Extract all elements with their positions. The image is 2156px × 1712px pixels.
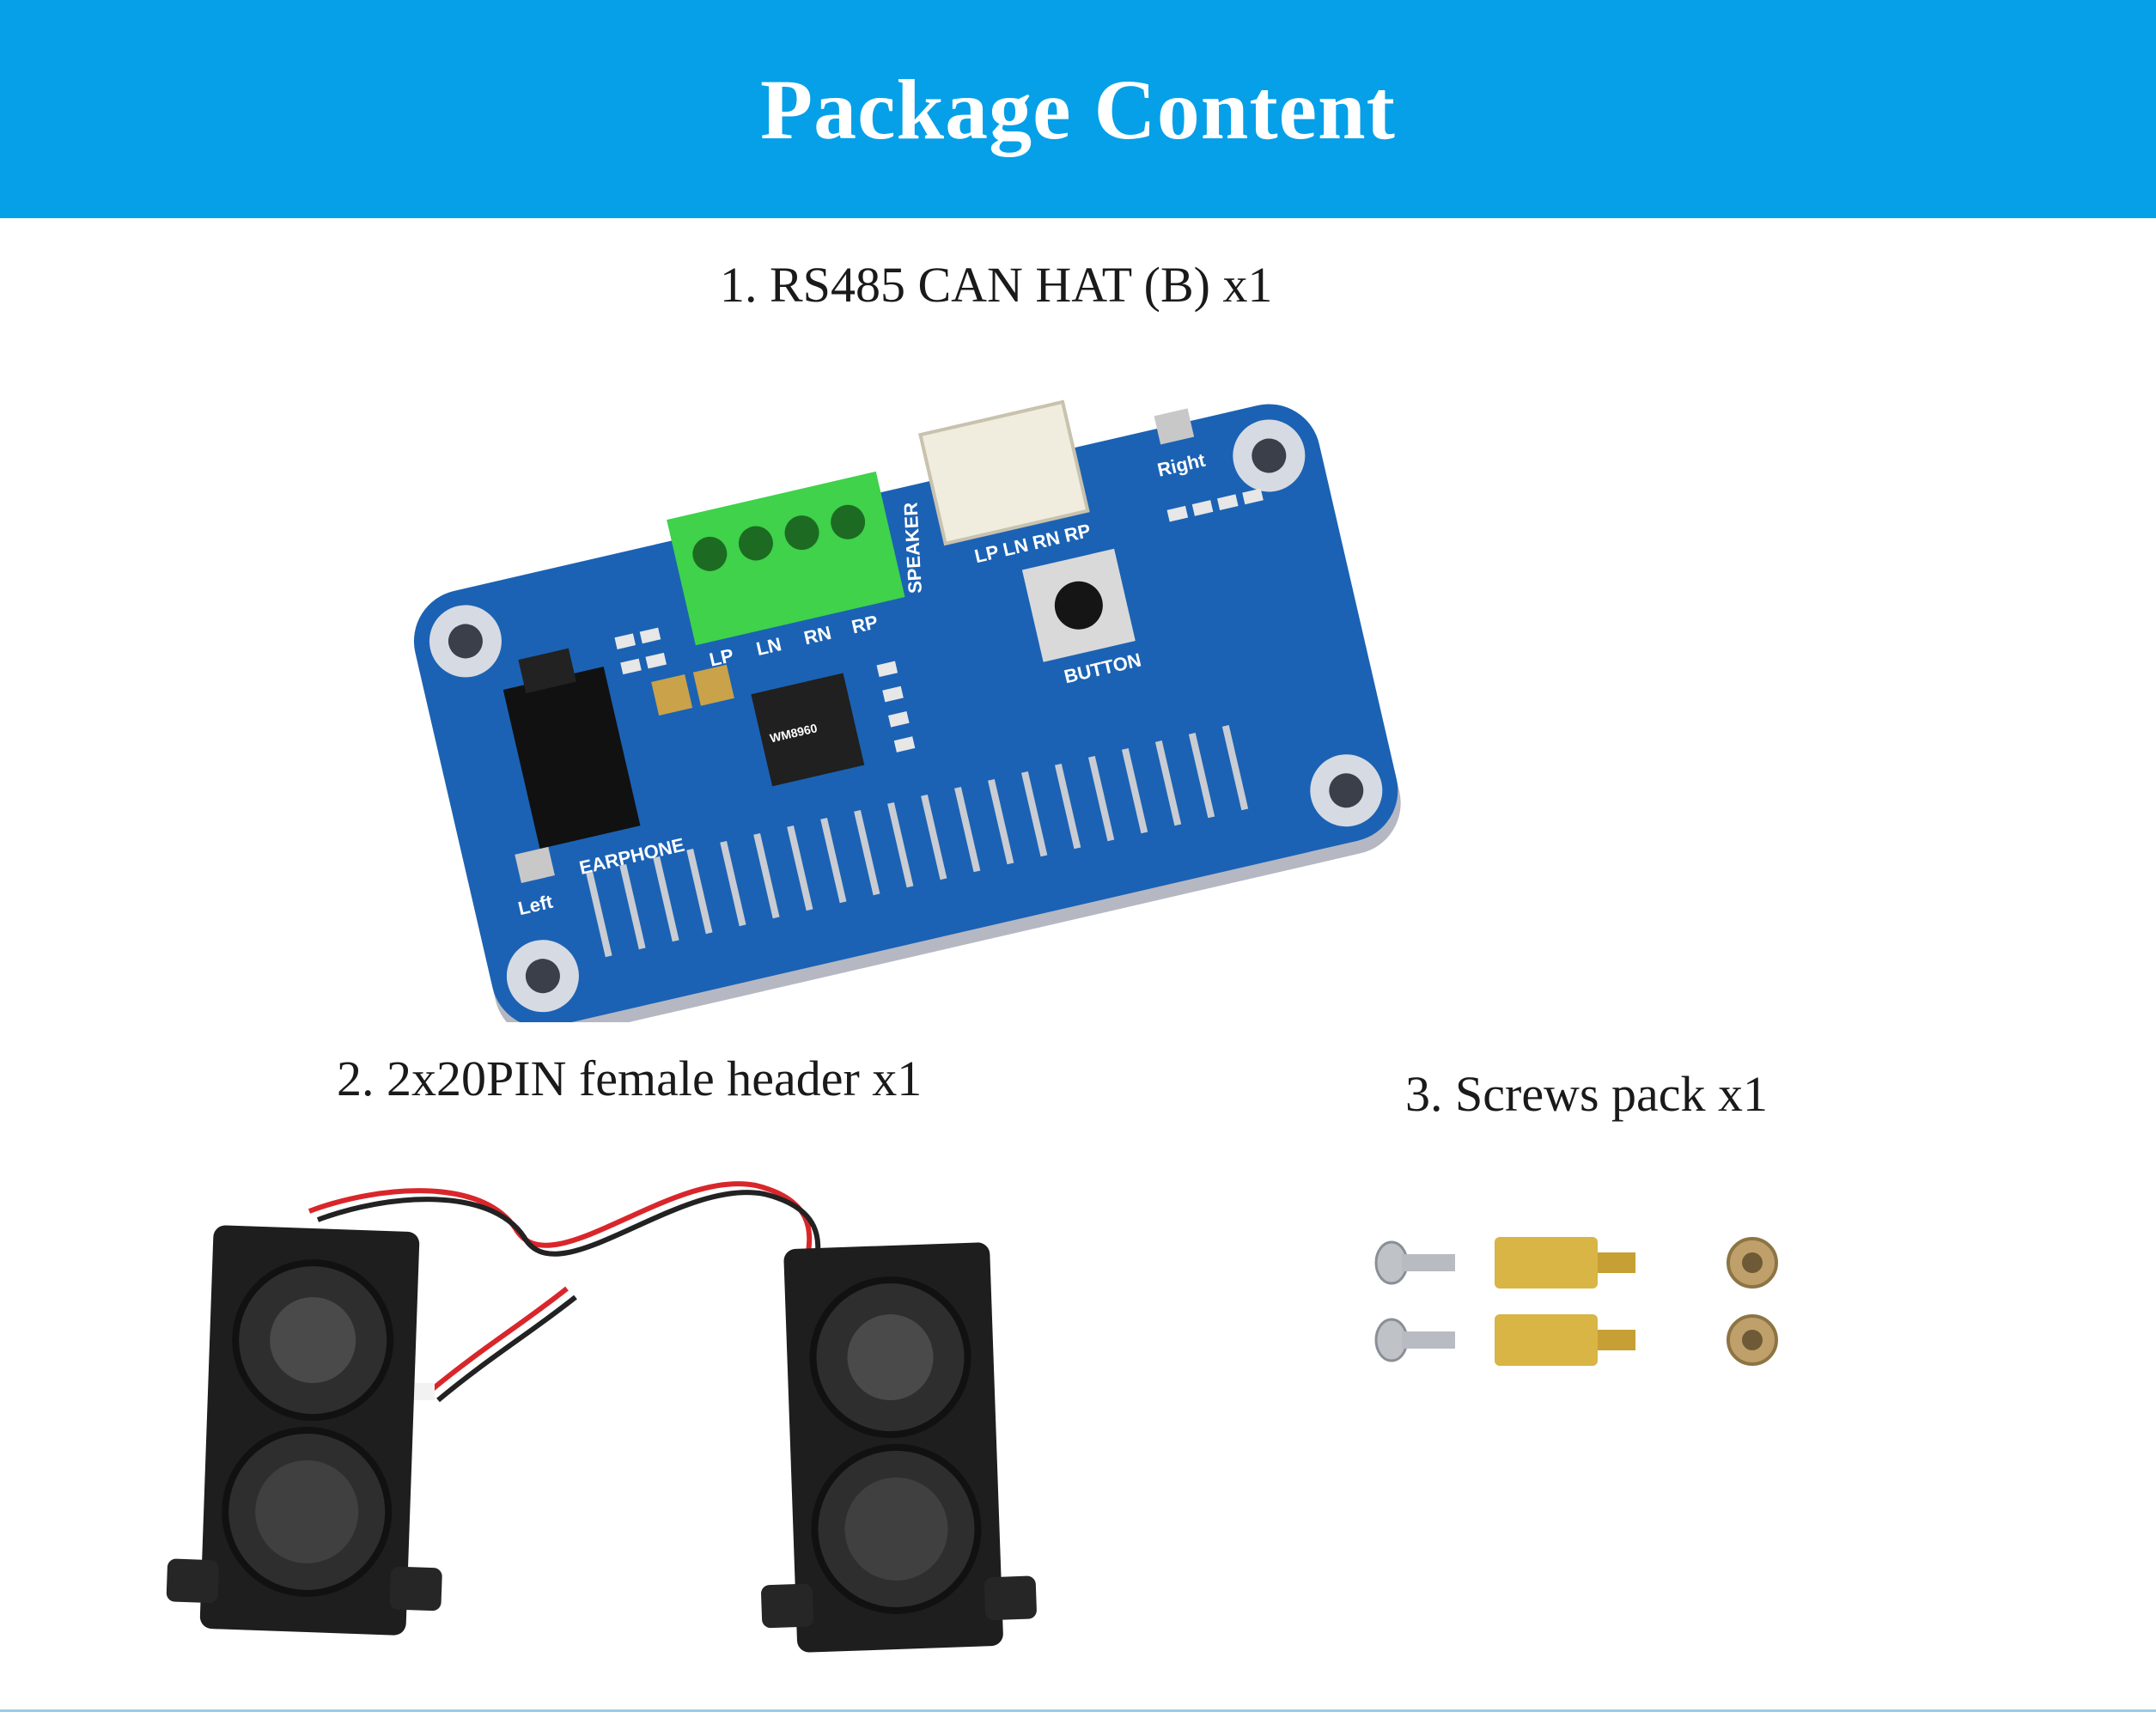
- label-speaker: SPEAKER: [899, 502, 926, 594]
- page-title: Package Content: [760, 61, 1396, 157]
- screws-image: [1374, 1237, 1778, 1366]
- item-3-caption: 3. Screws pack x1: [1405, 1066, 1769, 1122]
- header-banner: Package Content: [0, 0, 2156, 218]
- label-lp: LP: [707, 644, 735, 671]
- item-2-caption: 2. 2x20PIN female header x1: [337, 1051, 923, 1106]
- bottom-divider: [0, 1709, 2156, 1712]
- hat-board-image: LP LN RN RP LP LN RN RP SPEAKER EARPHONE…: [413, 399, 1401, 1022]
- speakers-image: [166, 1181, 1037, 1653]
- item-1-caption: 1. RS485 CAN HAT (B) x1: [720, 257, 1273, 313]
